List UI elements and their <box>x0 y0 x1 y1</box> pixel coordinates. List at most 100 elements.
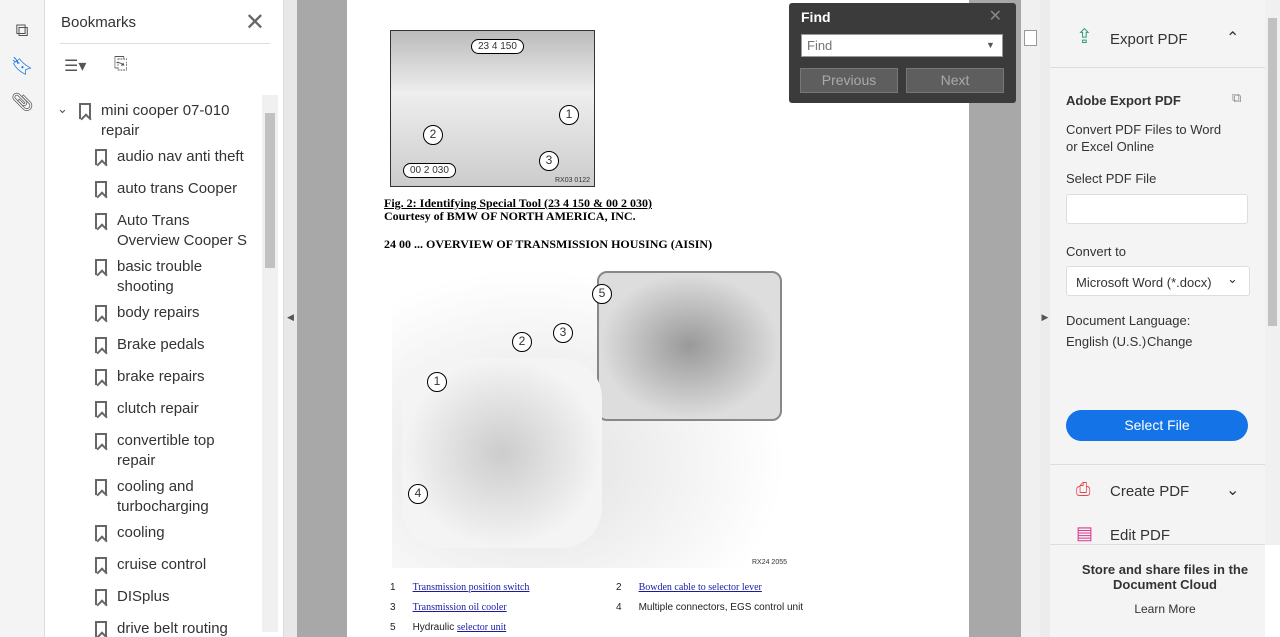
bookmark-item[interactable]: cruise control <box>95 555 255 575</box>
legend-num: 2 <box>616 582 622 593</box>
legend-num: 3 <box>390 602 396 613</box>
figure-callout: 1 <box>427 372 447 392</box>
chevron-down-icon: ⌄ <box>1227 271 1238 286</box>
bookmark-label: drive belt routing <box>117 620 228 637</box>
bookmark-item[interactable]: auto trans Cooper <box>95 179 255 199</box>
legend-link[interactable]: Transmission position switch <box>412 582 530 593</box>
legend-link[interactable]: selector unit <box>457 622 507 633</box>
bookmark-icon <box>95 557 107 573</box>
chevron-down-icon[interactable]: ⌄ <box>57 101 68 116</box>
document-cloud-message: Store and share files in the Document Cl… <box>1081 562 1249 592</box>
create-pdf-tool[interactable]: Create PDF <box>1110 483 1190 500</box>
close-icon[interactable]: ✕ <box>988 8 1002 25</box>
select-file-button[interactable]: Select File <box>1066 410 1248 441</box>
legend-item: 3 Transmission oil cooler <box>390 602 507 613</box>
options-menu-icon[interactable]: ☰▾ <box>64 58 87 75</box>
bookmark-label: clutch repair <box>117 400 199 417</box>
bookmark-label: mini cooper 07-010 repair <box>101 102 230 139</box>
bookmark-item[interactable]: basic trouble shooting <box>95 257 225 297</box>
bookmark-icon <box>95 149 107 165</box>
scrollbar-thumb[interactable] <box>1024 30 1037 46</box>
legend-item: 2 Bowden cable to selector lever <box>616 582 762 593</box>
previous-button[interactable]: Previous <box>800 68 898 93</box>
right-panel-collapse-handle[interactable]: ▶ <box>1040 0 1050 637</box>
edit-pdf-icon: ▤ <box>1076 523 1094 543</box>
new-bookmark-icon[interactable]: ⎘ <box>114 54 128 73</box>
legend-num: 4 <box>616 602 622 613</box>
chevron-down-icon[interactable]: ▼ <box>986 40 995 50</box>
bookmarks-icon[interactable]: 🔖︎ <box>11 56 34 76</box>
bookmark-label: cooling <box>117 524 165 541</box>
figure-code: RX24 2055 <box>751 559 787 566</box>
figure-callout: 1 <box>559 105 579 125</box>
export-pdf-header[interactable]: ⇪ Export PDF ⌃ <box>1050 0 1265 68</box>
document-language-label: Document Language: <box>1066 313 1191 328</box>
bookmarks-list: ⌄ mini cooper 07-010 repair audio nav an… <box>45 95 263 637</box>
legend-link[interactable]: Bowden cable to selector lever <box>638 582 762 593</box>
bookmark-item[interactable]: mini cooper 07-010 repair <box>79 101 249 141</box>
bookmark-icon <box>79 103 91 119</box>
bookmark-item[interactable]: drive belt routing <box>95 619 255 637</box>
document-scrollbar[interactable] <box>1021 0 1040 637</box>
bookmark-label: DISplus <box>117 588 170 605</box>
bookmark-item[interactable]: cooling <box>95 523 255 543</box>
tool-rail: ⧉ 🔖︎ 📎︎ <box>0 0 45 637</box>
bookmark-item[interactable]: convertible top repair <box>95 431 230 471</box>
next-button[interactable]: Next <box>906 68 1004 93</box>
edit-pdf-tool[interactable]: Edit PDF <box>1110 527 1171 544</box>
bookmark-icon <box>95 589 107 605</box>
create-pdf-icon: ⎙ <box>1076 479 1091 499</box>
format-select[interactable]: Microsoft Word (*.docx) ⌄ <box>1066 266 1250 296</box>
find-input[interactable] <box>801 34 1003 57</box>
tools-panel: ⇪ Export PDF ⌃ Adobe Export PDF ⧉ Conver… <box>1050 0 1265 637</box>
bookmark-label: audio nav anti theft <box>117 148 244 165</box>
export-pdf-title: Export PDF <box>1110 31 1188 48</box>
chevron-down-icon[interactable]: ⌄ <box>1226 482 1240 499</box>
learn-more-link[interactable]: Learn More <box>1134 602 1196 616</box>
info-icon[interactable]: ⧉ <box>1232 90 1242 105</box>
format-value: Microsoft Word (*.docx) <box>1076 275 1212 290</box>
select-pdf-link[interactable]: Select PDF File <box>1066 171 1157 186</box>
figure-label: 00 2 030 <box>403 163 456 178</box>
bookmark-item[interactable]: DISplus <box>95 587 255 607</box>
scrollbar-thumb[interactable] <box>1268 18 1277 326</box>
bookmark-label: brake repairs <box>117 368 205 385</box>
page-thumbnails-icon[interactable]: ⧉ <box>15 20 29 40</box>
bookmarks-panel: Bookmarks ✕ ☰▾ ⎘ ⌄ mini cooper 07-010 re… <box>45 0 284 637</box>
find-dialog: Find ✕ ▼ Previous Next <box>789 3 1016 103</box>
bookmark-item[interactable]: audio nav anti theft <box>95 147 255 167</box>
figure-callout: 4 <box>408 484 428 504</box>
attachments-icon[interactable]: 📎︎ <box>11 92 34 112</box>
figure-caption: Fig. 2: Identifying Special Tool (23 4 1… <box>384 196 653 210</box>
bookmark-item[interactable]: body repairs <box>95 303 255 323</box>
bookmarks-title: Bookmarks <box>61 14 137 31</box>
left-panel-collapse-handle[interactable]: ◀ <box>284 0 297 637</box>
bookmark-item[interactable]: clutch repair <box>95 399 255 419</box>
legend-num: 1 <box>390 582 396 593</box>
change-language-link[interactable]: Change <box>1147 334 1193 349</box>
bookmark-label: cooling and turbocharging <box>117 478 209 515</box>
section-heading: 24 00 ... OVERVIEW OF TRANSMISSION HOUSI… <box>384 237 713 251</box>
figure-callout: 3 <box>539 151 559 171</box>
bookmarks-toolbar: ☰▾ ⎘ <box>60 43 270 83</box>
tools-scrollbar[interactable] <box>1265 0 1280 545</box>
bookmark-label: auto trans Cooper <box>117 180 238 197</box>
bookmark-label: convertible top repair <box>117 432 215 469</box>
chevron-up-icon[interactable]: ⌃ <box>1226 30 1240 47</box>
close-icon[interactable]: ✕ <box>244 9 265 36</box>
bookmark-icon <box>95 305 107 321</box>
bookmark-item[interactable]: Auto Trans Overview Cooper S <box>95 211 255 251</box>
bookmark-icon <box>95 401 107 417</box>
language-value: English (U.S.) <box>1066 334 1147 349</box>
bookmark-item[interactable]: cooling and turbocharging <box>95 477 230 517</box>
legend-text: Hydraulic <box>412 622 458 633</box>
bookmarks-scrollbar[interactable] <box>262 95 278 632</box>
bookmark-label: basic trouble shooting <box>117 258 203 295</box>
selected-pdf-field[interactable] <box>1066 194 1248 224</box>
bookmark-item[interactable]: brake repairs <box>95 367 255 387</box>
transmission-figure: 5 2 3 1 4 RX24 2055 <box>392 268 787 568</box>
convert-to-label: Convert to <box>1066 244 1126 259</box>
bookmark-item[interactable]: Brake pedals <box>95 335 255 355</box>
scrollbar-thumb[interactable] <box>265 113 275 268</box>
legend-link[interactable]: Transmission oil cooler <box>412 602 507 613</box>
